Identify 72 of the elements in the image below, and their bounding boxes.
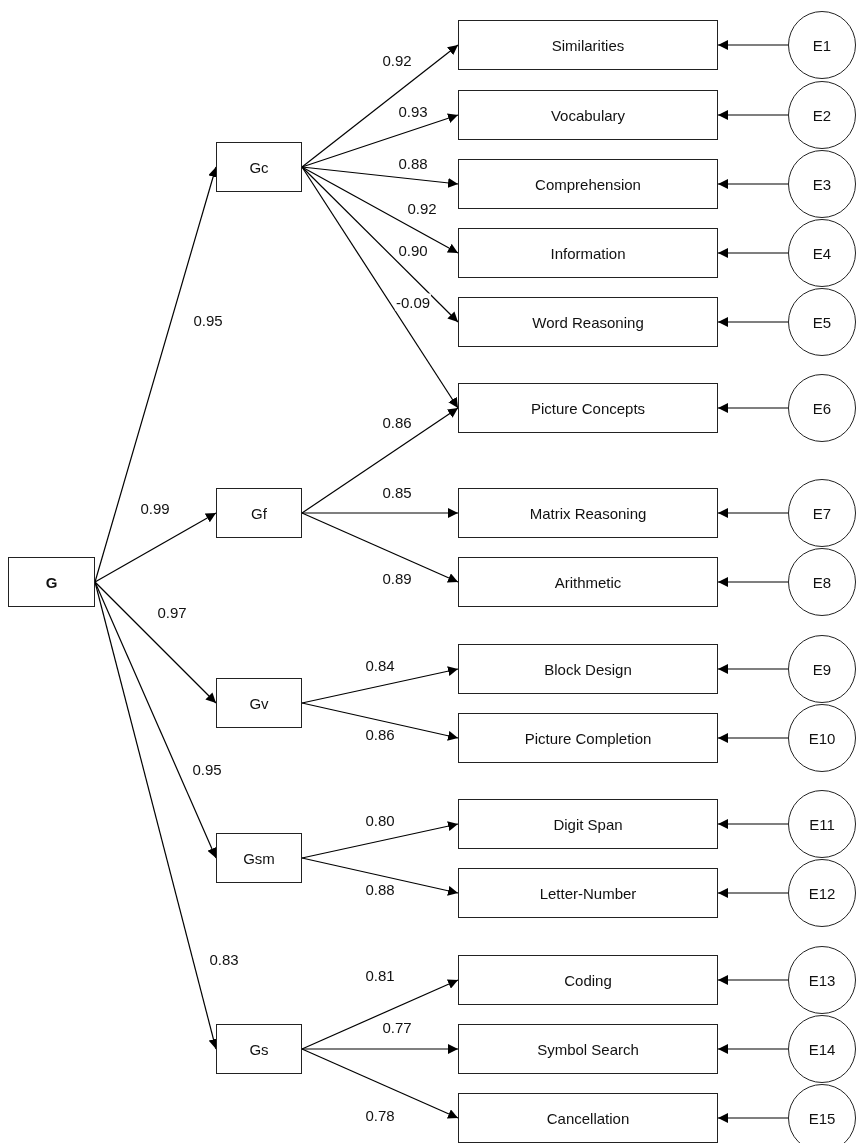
- indicator-box: Word Reasoning: [458, 297, 718, 347]
- arrow: [301, 166, 459, 323]
- arrow: [717, 248, 789, 258]
- error-circle: E3: [788, 150, 856, 218]
- arrow: [717, 1113, 789, 1123]
- indicator-box: Letter-Number: [458, 868, 718, 918]
- indicator-box: Picture Concepts: [458, 383, 718, 433]
- arrow: [717, 664, 789, 674]
- error-circle: E5: [788, 288, 856, 356]
- error-circle: E7: [788, 479, 856, 547]
- arrow: [717, 110, 789, 120]
- indicator-box: Digit Span: [458, 799, 718, 849]
- error-circle: E13: [788, 946, 856, 1014]
- arrow: [301, 857, 459, 896]
- latent-factor-box: Gc: [216, 142, 302, 192]
- error-circle: E8: [788, 548, 856, 616]
- arrow: [94, 581, 217, 859]
- indicator-box: Matrix Reasoning: [458, 488, 718, 538]
- error-circle: E1: [788, 11, 856, 79]
- arrow: [717, 508, 789, 518]
- edge-label: -0.09: [394, 293, 432, 311]
- error-circle: E6: [788, 374, 856, 442]
- indicator-box: Picture Completion: [458, 713, 718, 763]
- arrow: [301, 979, 459, 1050]
- latent-factor-box: Gf: [216, 488, 302, 538]
- error-circle: E12: [788, 859, 856, 927]
- indicator-box: Coding: [458, 955, 718, 1005]
- indicator-box: Arithmetic: [458, 557, 718, 607]
- error-circle: E10: [788, 704, 856, 772]
- arrow: [301, 44, 459, 168]
- error-circle: E2: [788, 81, 856, 149]
- arrow: [301, 166, 459, 409]
- arrow: [94, 166, 218, 583]
- arrow: [301, 166, 459, 188]
- arrow: [717, 819, 789, 829]
- error-circle: E14: [788, 1015, 856, 1083]
- arrow: [717, 888, 789, 898]
- arrow: [717, 975, 789, 985]
- error-circle: E15: [788, 1084, 856, 1143]
- error-circle: E9: [788, 635, 856, 703]
- indicator-box: Similarities: [458, 20, 718, 70]
- arrow: [717, 403, 789, 413]
- arrow: [301, 512, 459, 583]
- arrow: [717, 179, 789, 189]
- arrow: [301, 702, 459, 741]
- latent-factor-box: Gv: [216, 678, 302, 728]
- arrow: [717, 577, 789, 587]
- arrow: [717, 733, 789, 743]
- arrow: [94, 512, 217, 583]
- error-circle: E4: [788, 219, 856, 287]
- latent-factor-box: G: [8, 557, 95, 607]
- indicator-box: Symbol Search: [458, 1024, 718, 1074]
- indicator-box: Information: [458, 228, 718, 278]
- arrow: [717, 317, 789, 327]
- indicator-box: Cancellation: [458, 1093, 718, 1143]
- indicator-box: Comprehension: [458, 159, 718, 209]
- arrow: [301, 821, 459, 859]
- latent-factor-box: Gsm: [216, 833, 302, 883]
- arrow: [94, 581, 217, 704]
- arrow: [301, 166, 459, 254]
- arrow: [717, 1044, 789, 1054]
- arrow: [301, 1044, 459, 1054]
- indicator-box: Vocabulary: [458, 90, 718, 140]
- indicator-box: Block Design: [458, 644, 718, 694]
- latent-factor-box: Gs: [216, 1024, 302, 1074]
- arrow: [301, 666, 459, 704]
- arrow: [301, 113, 459, 168]
- arrow: [301, 1048, 459, 1119]
- arrow: [301, 508, 459, 518]
- arrow: [301, 407, 459, 514]
- arrow: [717, 40, 789, 50]
- error-circle: E11: [788, 790, 856, 858]
